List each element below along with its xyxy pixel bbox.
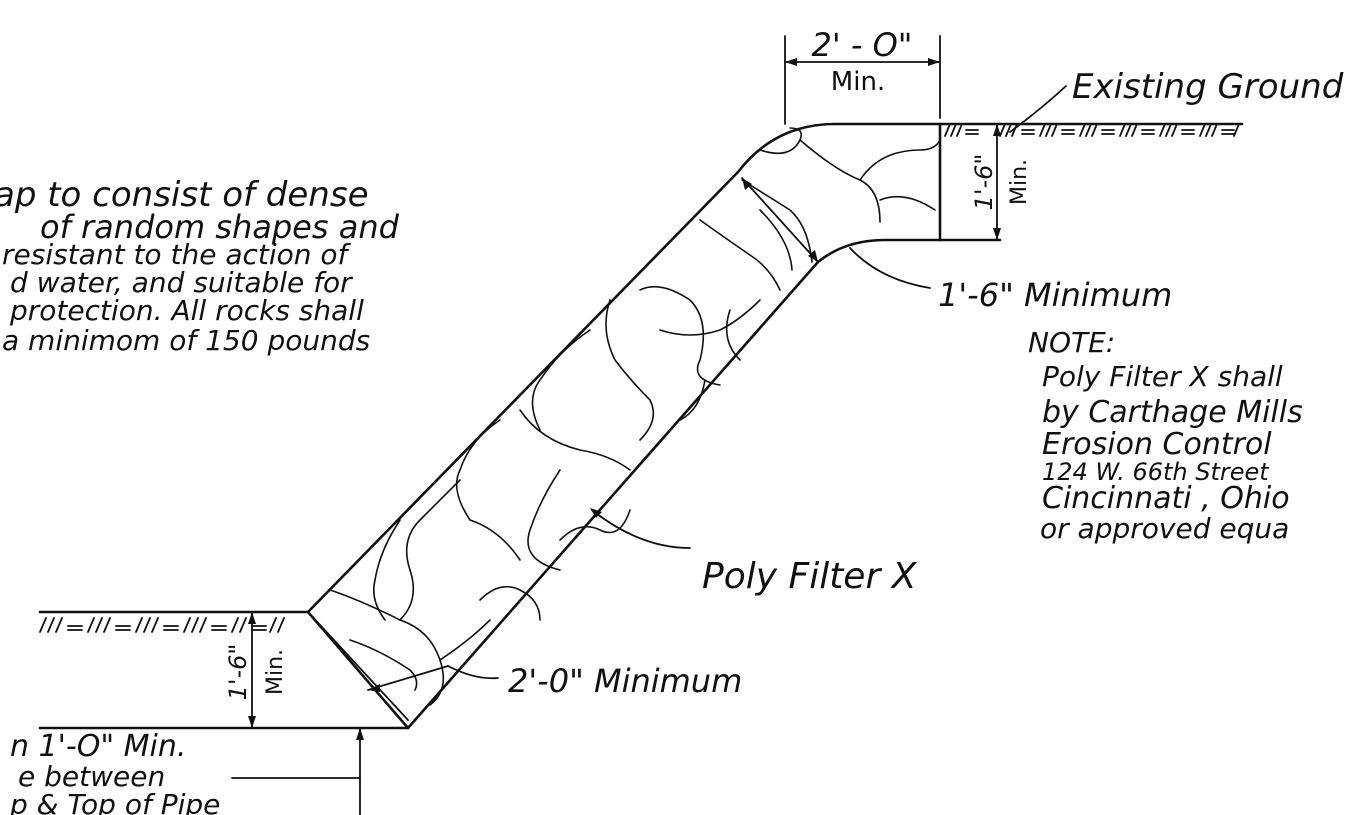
top-width-min-label: Min. (831, 67, 885, 97)
upper-minimum-label: 1'-6" Minimum (938, 276, 1172, 314)
top-depth-label: 1'-6" (970, 154, 998, 211)
bottom-minimum-label: 2'-0" Minimum (508, 662, 742, 700)
rip-rap-toe (306, 610, 410, 730)
pipe-note-line-2: e between (18, 760, 165, 793)
rip-rap-note-line-1: ap to consist of dense (0, 175, 368, 215)
rip-rap-top-surface (306, 122, 1244, 614)
existing-ground-label: Existing Ground (1072, 67, 1344, 107)
rock-joints (329, 127, 941, 706)
filter-note-line-4: 124 W. 66th Street (1042, 458, 1270, 486)
rip-rap-note-line-3: resistant to the action of (2, 238, 352, 271)
pipe-note-line-3: p & Top of Pipe (9, 788, 220, 815)
bottom-depth-dimension: 1'-6" Min. (224, 611, 288, 729)
bottom-depth-label: 1'-6" (224, 644, 252, 701)
bottom-depth-min-label: Min. (263, 649, 288, 695)
pipe-note-line-1: n 1'-O" Min. (10, 729, 186, 764)
upper-thickness-indicator: 1'-6" Minimum (741, 177, 1172, 314)
poly-filter-line (406, 238, 1002, 730)
ground-hatching (39, 123, 1240, 633)
rip-rap-note-line-5: protection. All rocks shall (9, 294, 364, 327)
pipe-dimension (231, 727, 364, 815)
filter-note-line-6: or approved equa (1040, 512, 1289, 545)
rip-rap-outline (38, 122, 1244, 730)
rip-rap-note-line-6: a minimom of 150 pounds (2, 324, 370, 357)
rip-rap-note-line-2: of random shapes and (40, 208, 400, 246)
filter-note-heading: NOTE: (1028, 326, 1115, 359)
filter-note: NOTE: Poly Filter X shall by Carthage Mi… (1028, 326, 1303, 545)
top-depth-min-label: Min. (1007, 159, 1032, 205)
top-depth-dimension: 1'-6" Min. (970, 123, 1032, 241)
existing-ground-leader: Existing Ground (1009, 67, 1344, 133)
filter-note-line-5: Cincinnati , Ohio (1042, 481, 1290, 516)
rip-rap-note: ap to consist of dense of random shapes … (0, 175, 400, 357)
poly-filter-leader: Poly Filter X (590, 508, 918, 597)
top-width-dimension: 2' - O" Min. (784, 26, 941, 125)
poly-filter-label: Poly Filter X (702, 556, 918, 597)
filter-note-line-1: Poly Filter X shall (1042, 360, 1283, 393)
filter-note-line-3: Erosion Control (1042, 427, 1272, 462)
rip-rap-note-line-4: d water, and suitable for (10, 266, 353, 299)
pipe-note: n 1'-O" Min. e between p & Top of Pipe (9, 729, 220, 815)
top-width-label: 2' - O" (812, 26, 913, 64)
filter-note-line-2: by Carthage Mills (1042, 395, 1303, 430)
lower-thickness-indicator: 2'-0" Minimum (307, 611, 742, 721)
